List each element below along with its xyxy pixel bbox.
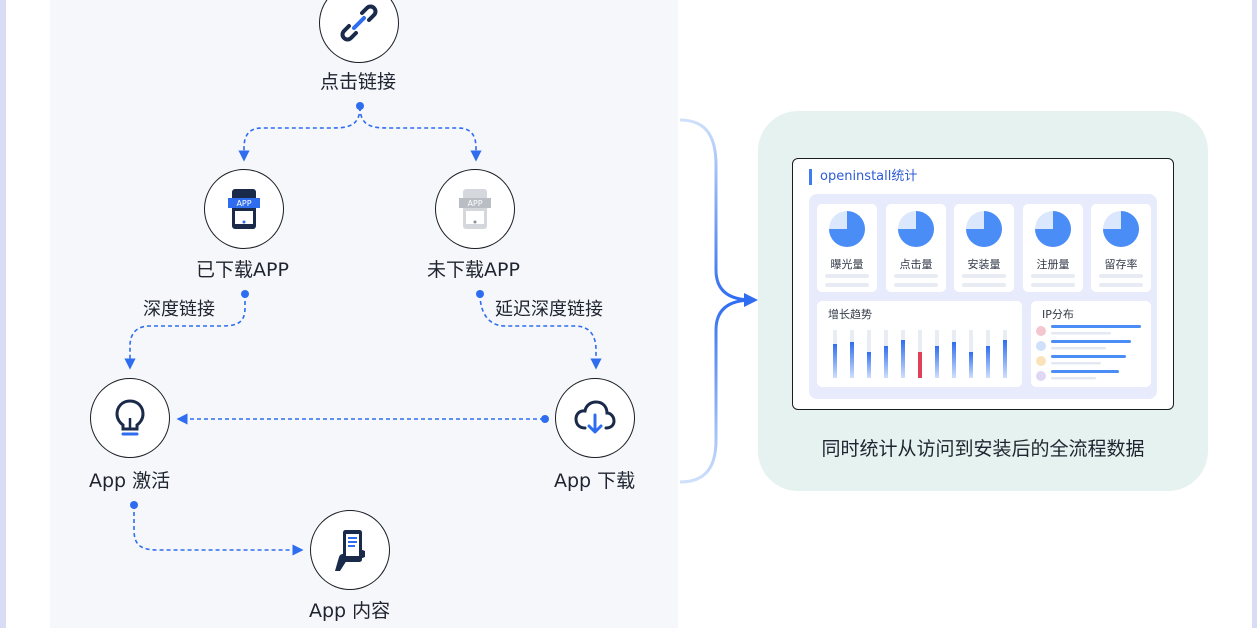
click-link-label: 点击链接 [320,71,397,93]
pie-icon [1103,211,1139,247]
window-frame-right [1252,0,1257,628]
app-content-label: App 内容 [309,600,391,622]
ip-title: IP分布 [1042,308,1074,321]
app-activate-label: App 激活 [89,470,171,492]
deep-link-label: 深度链接 [143,299,215,320]
pie-icon [966,211,1002,247]
brace-connector [679,118,753,484]
ip-list-icon [1036,325,1141,381]
stats-caption: 同时统计从访问到安装后的全流程数据 [821,438,1145,460]
metric-card-registrations: 注册量 [1023,204,1083,292]
dashboard-title: openinstall统计 [809,169,917,185]
app-content-node [310,510,390,590]
metric-card-clicks: 点击量 [886,204,946,292]
app-downloaded-node: APP [204,169,284,249]
metric-label: 安装量 [967,258,1001,271]
app-not-downloaded-node: APP [435,169,515,249]
metric-label: 点击量 [899,258,933,271]
lightbulb-icon [115,399,145,436]
edge-activate-to-content [133,505,304,556]
growth-title: 增长趋势 [828,308,872,321]
app-badge-grey: APP [467,199,482,208]
pie-icon [1035,211,1071,247]
edge-click-to-not-downloaded [359,106,482,162]
app-not-downloaded-label: 未下载APP [427,259,520,281]
app-badge: APP [236,199,251,208]
ip-distribution-panel: IP分布 [1031,301,1151,387]
link-icon [340,4,378,42]
click-link-node [319,0,399,63]
metric-card-exposure: 曝光量 [817,204,877,292]
metric-label: 留存率 [1104,258,1138,271]
pie-icon [898,211,934,247]
growth-bars-icon [833,330,1007,378]
app-download-label: App 下载 [554,470,636,492]
window-frame-left [0,0,6,628]
app-download-node [555,378,635,458]
growth-trend-panel: 增长趋势 [817,301,1022,387]
hand-phone-icon [335,530,365,571]
phone-app-grey-icon: APP [459,189,491,229]
edge-click-to-downloaded [238,106,361,162]
phone-app-icon: APP [228,189,260,229]
edge-not-downloaded-to-download [479,293,602,370]
pie-icon [829,211,865,247]
app-activate-node [90,378,170,458]
edge-downloaded-to-activate [124,294,246,370]
metric-label: 曝光量 [830,258,864,271]
metric-card-retention: 留存率 [1091,204,1151,292]
deferred-deep-link-label: 延迟深度链接 [495,299,603,320]
cloud-download-icon [574,400,616,434]
dashboard-body: 曝光量 点击量 安装量 注册量 [809,194,1157,399]
stats-dashboard: openinstall统计 曝光量 点击量 安装量 [792,158,1174,410]
app-downloaded-label: 已下载APP [196,259,289,281]
metric-card-installs: 安装量 [954,204,1014,292]
metric-label: 注册量 [1036,258,1070,271]
